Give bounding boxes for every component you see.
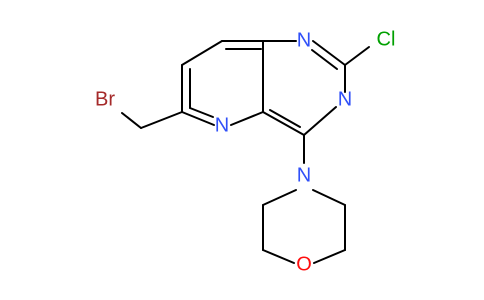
atom-n-morpholine: N <box>297 164 311 186</box>
atom-o-morpholine: O <box>296 253 312 275</box>
bond-c-br <box>121 112 142 129</box>
bond-c4-c4a <box>262 111 305 136</box>
atom-cl: Cl <box>377 28 396 50</box>
atom-n-pyrimidine-top: N <box>297 29 311 51</box>
bond-nmorph-c-left <box>262 189 297 206</box>
atom-n-pyrimidine-mid: N <box>338 88 352 110</box>
atom-n-pyridine: N <box>215 114 229 136</box>
bond-c4-c4a-inner <box>269 109 301 128</box>
bond-right-to-nmorph <box>312 189 346 206</box>
atom-br: Br <box>95 88 115 110</box>
bond-n3-c4 <box>303 106 337 136</box>
bond-n5-c6-inner <box>189 107 214 118</box>
bond-o-to-right <box>313 249 346 264</box>
bond-layer <box>121 40 370 264</box>
atom-label-layer: Br N Cl N N N O <box>95 28 395 275</box>
bond-n5-c6 <box>181 111 215 126</box>
bond-c2-cl <box>344 46 370 66</box>
bond-n1-c2-inner <box>311 49 338 70</box>
bond-left-to-o <box>262 249 295 264</box>
bond-ch2-c6 <box>140 111 183 129</box>
bond-c4a-n5 <box>230 111 264 126</box>
bond-n1-c2 <box>312 40 346 66</box>
bond-c7-c8 <box>181 40 223 66</box>
